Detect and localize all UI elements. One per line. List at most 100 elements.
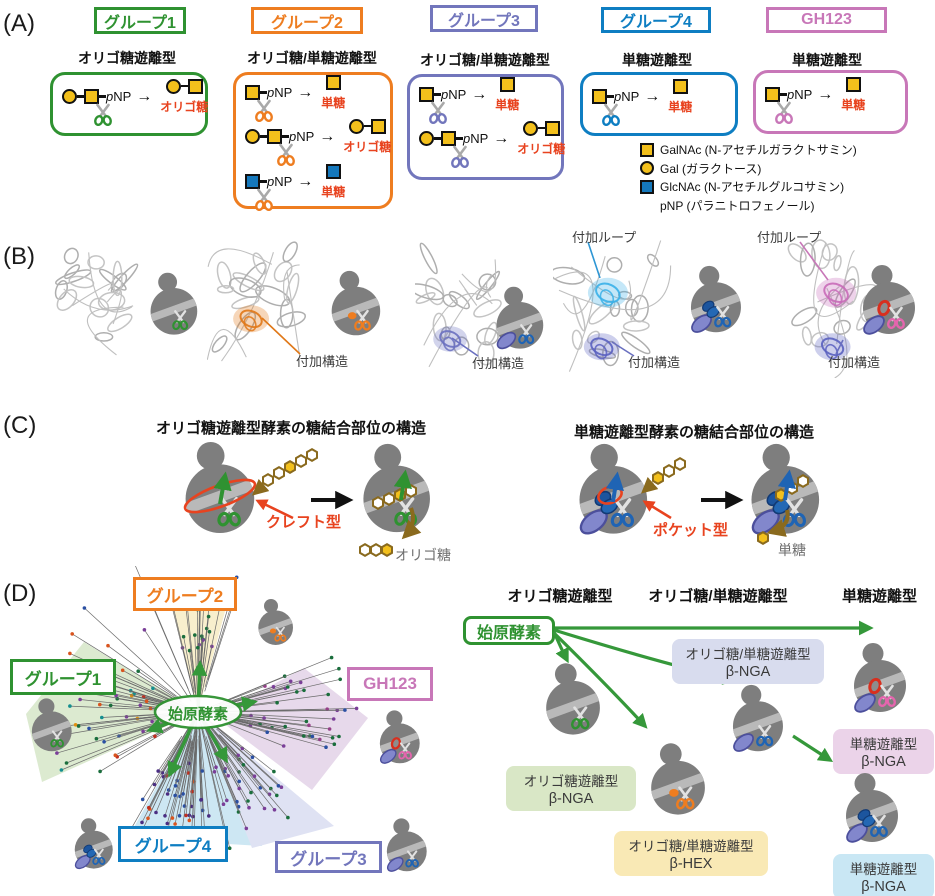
- reaction-g2-2: pNP→単糖: [245, 163, 388, 218]
- cleavage-scissors: [91, 103, 115, 127]
- tree-icon-group2: [255, 597, 295, 649]
- evolution-icon-g2: [646, 740, 708, 821]
- protein-structure-1: [50, 240, 145, 365]
- pnp-label: pNP: [267, 85, 293, 100]
- galnac-sugar-symbol: [765, 87, 780, 102]
- pnp-label: pNP: [441, 87, 467, 102]
- protein-structure-3-svg: [408, 242, 502, 368]
- product-group: 単糖: [321, 74, 345, 111]
- scissors-icon: [93, 103, 112, 126]
- reaction-arrow: →: [136, 88, 153, 105]
- reaction-arrow: →: [297, 173, 314, 190]
- scissors-icon: [405, 850, 419, 868]
- panel-label-d: (D): [3, 580, 37, 607]
- pnp-label: pNP: [787, 87, 813, 102]
- galnac-sugar-symbol: [441, 131, 456, 146]
- product-group: 単糖: [321, 163, 345, 200]
- evolution-header-0: オリゴ糖遊離型: [507, 588, 613, 605]
- enzyme-icon-group1: [146, 270, 200, 340]
- added-structure-label-4: 付加構造: [628, 355, 681, 370]
- enzyme-cartoon: [379, 710, 420, 764]
- reaction-arrow: →: [493, 130, 510, 147]
- cluster-box-2: GH123: [347, 667, 433, 701]
- galnac-sugar-symbol: [499, 76, 515, 92]
- gal-sugar-symbol: [348, 118, 364, 134]
- protein-structure-4: [550, 236, 675, 378]
- evolution-icon-g3: [728, 682, 786, 757]
- cleavage-scissors: [426, 101, 450, 125]
- reaction-arrow: →: [817, 86, 834, 103]
- product-type-label: オリゴ糖: [517, 141, 566, 156]
- panel-c-right-title: 単糖遊離型酵素の糖結合部位の構造: [573, 424, 814, 441]
- gal-sugar-symbol: [62, 89, 77, 104]
- product-type-label: 単糖: [668, 99, 693, 114]
- product-group: オリゴ糖: [160, 78, 208, 115]
- enzyme-cartoon: [74, 818, 113, 870]
- glycosidic-bond: [434, 93, 441, 96]
- pnp-label: pNP: [106, 89, 132, 104]
- gal-legend-symbol: [640, 161, 654, 175]
- panel-label-c: (C): [3, 412, 37, 439]
- group-header-gh123: GH123: [766, 7, 887, 33]
- monosaccharide-product-label: 単糖: [778, 542, 806, 558]
- glcnac-sugar-symbol: [245, 174, 260, 189]
- panel-c-cleft-scene-svg: [183, 441, 430, 557]
- node-type-label: オリゴ糖/単糖遊離型: [685, 647, 811, 662]
- cluster-box-4: グループ3: [275, 841, 382, 873]
- added-loop-ring: [868, 677, 882, 695]
- galnac-sugar-symbol: [84, 89, 99, 104]
- pnp-label: pNP: [463, 131, 489, 146]
- product-group: オリゴ糖: [517, 120, 566, 157]
- cleavage-scissors: [448, 145, 472, 169]
- protein-structure-2-svg: [206, 241, 307, 362]
- added-loop-blob: [857, 809, 876, 828]
- legend-row-glcnac: GlcNAc (N-アセチルグルコサミン): [640, 178, 844, 195]
- added-loop-ring: [877, 299, 891, 317]
- added-structure-label-5: 付加構造: [828, 355, 881, 370]
- enzyme-cartoon: [258, 599, 293, 645]
- reaction-row: pNP → オリゴ糖: [419, 120, 565, 156]
- pnp-label: pNP: [289, 129, 315, 144]
- reaction-g4-0: pNP→単糖: [592, 78, 733, 133]
- added-loop-blob: [702, 300, 720, 318]
- scissors-icon: [398, 742, 412, 760]
- legend-row-galnac: GalNAc (N-アセチルガラクトサミン): [640, 141, 857, 158]
- glycosidic-bond: [260, 180, 267, 183]
- group-subtitle-g2: オリゴ糖/単糖遊離型: [247, 50, 377, 66]
- enzyme-cartoon: [386, 818, 427, 872]
- legend-text: Gal (ガラクトース): [660, 161, 762, 176]
- scissors-icon: [714, 305, 732, 328]
- enzyme-icon-gh123: [858, 262, 918, 340]
- cluster-label: グループ2: [146, 586, 224, 606]
- reaction-g2-0: pNP→単糖: [245, 74, 388, 129]
- scissors-icon: [276, 143, 295, 166]
- group-box-g1: pNP → オリゴ糖: [50, 72, 208, 136]
- glycosidic-bond: [77, 95, 84, 98]
- scissors-icon: [774, 101, 793, 124]
- evolution-arrows: [460, 598, 935, 896]
- group-subtitle-gh123: 単糖遊離型: [792, 52, 862, 68]
- reaction-row: pNP→単糖: [765, 76, 865, 112]
- added-structure-blob: [386, 856, 404, 872]
- reaction-arrow: →: [319, 128, 336, 145]
- gal-sugar-symbol: [419, 131, 434, 146]
- added-structure-blob: [496, 331, 517, 350]
- scissors-icon: [870, 814, 888, 837]
- evolution-header-1: オリゴ糖/単糖遊離型: [648, 588, 788, 605]
- enzyme-cartoon: [651, 743, 705, 815]
- legend-text: pNP (パラニトロフェノール): [660, 198, 815, 213]
- added-structure-dot: [347, 312, 357, 320]
- reaction-row: pNP→単糖: [245, 163, 345, 199]
- cluster-box-3: グループ4: [118, 826, 228, 862]
- galnac-sugar-symbol: [419, 87, 434, 102]
- protein-structure-4-svg: [550, 240, 672, 372]
- scissors-icon: [254, 188, 273, 211]
- scissors-icon: [887, 306, 905, 329]
- protein-structure-2: [206, 232, 312, 372]
- scissors-icon: [354, 309, 371, 331]
- cleavage-scissors: [772, 101, 796, 125]
- scissors-icon: [518, 324, 535, 345]
